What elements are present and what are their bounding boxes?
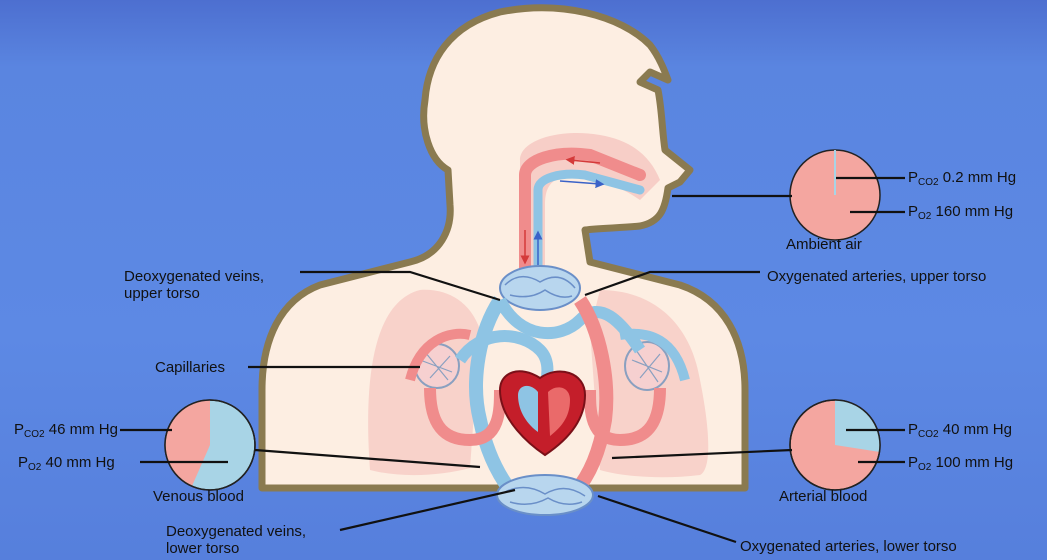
venous-blood-caption: Venous blood [153,488,244,505]
ambient-air-caption: Ambient air [786,236,862,253]
label-capillaries: Capillaries [155,359,225,376]
lower-capillary-bed [497,475,593,515]
label-oxy-upper: Oxygenated arteries, upper torso [767,268,986,285]
label-deoxy-upper: Deoxygenated veins, upper torso [124,268,264,302]
upper-capillary-bed [500,266,580,310]
label-oxy-lower: Oxygenated arteries, lower torso [740,538,957,555]
arterial-blood-pie [790,400,881,490]
ambient-air-pie [790,150,880,240]
arterial-po2-label: PO2 100 mm Hg [908,454,1013,476]
ambient-po2-label: PO2 160 mm Hg [908,203,1013,225]
venous-po2-label: PO2 40 mm Hg [18,454,115,476]
venous-blood-pie [165,400,255,490]
label-deoxy-lower: Deoxygenated veins, lower torso [166,523,306,557]
ambient-pco2-label: PCO2 0.2 mm Hg [908,169,1016,191]
arterial-pco2-label: PCO2 40 mm Hg [908,421,1012,443]
venous-pco2-label: PCO2 46 mm Hg [14,421,118,443]
arterial-blood-caption: Arterial blood [779,488,867,505]
